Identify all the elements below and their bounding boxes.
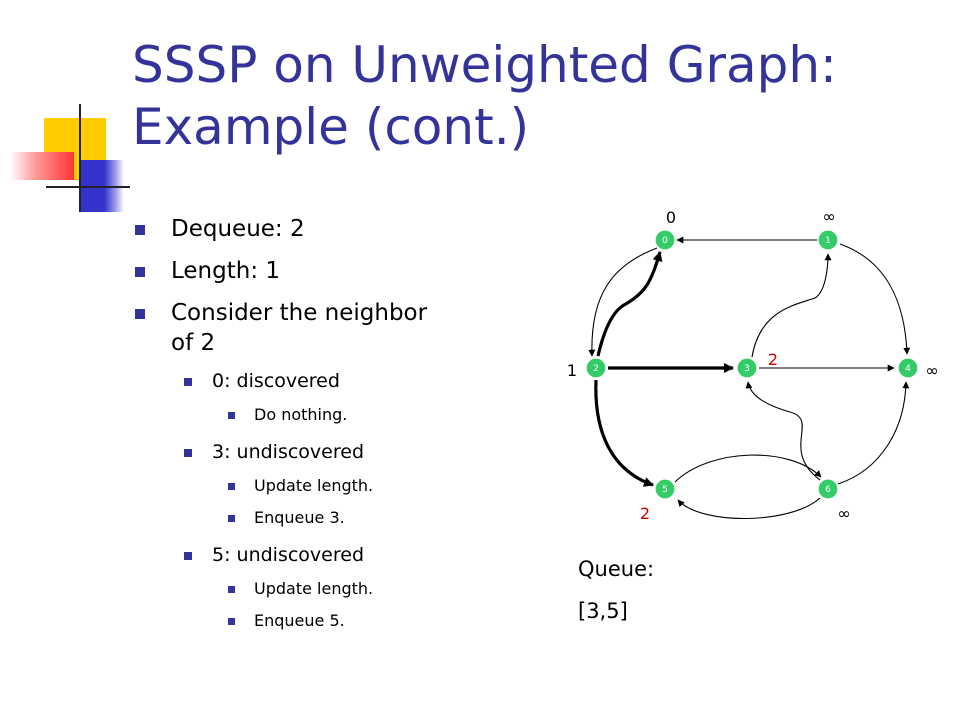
node-id-label: 1 — [825, 236, 831, 246]
node-1: 1 — [817, 229, 839, 251]
node-4: 4 — [897, 357, 919, 379]
sub-sub-bullet-text: Do nothing. — [254, 405, 348, 424]
distance-label-node-3: 2 — [768, 350, 778, 369]
bullet-square-icon — [184, 449, 192, 457]
edge-6-to-4 — [837, 381, 910, 485]
sub-bullet-node-3: 3: undiscovered — [183, 441, 513, 464]
bullet-consider-neighbor: Consider the neighbor of 2 — [133, 298, 513, 358]
node-circle — [654, 229, 676, 251]
node-circle — [654, 478, 676, 500]
node-circle — [585, 357, 607, 379]
sub-sub-bullet: Enqueue 5. — [228, 611, 513, 631]
node-circle — [817, 229, 839, 251]
deco-horizontal-line — [46, 186, 130, 188]
edge-1-to-4 — [839, 243, 911, 355]
bullet-square-icon — [228, 483, 235, 490]
node-2: 2 — [585, 357, 607, 379]
edge-5-to-6 — [674, 454, 822, 483]
bullet-text: Dequeue: 2 — [171, 216, 305, 242]
bullet-square-icon — [228, 515, 235, 522]
deco-red-bar — [10, 152, 74, 180]
bullet-square-icon — [135, 267, 145, 277]
nodes-layer: 0 1 2 3 4 5 6 — [585, 229, 919, 500]
edge-3-to-1 — [751, 253, 832, 358]
sub-sub-bullet-text: Update length. — [254, 476, 374, 495]
bullet-square-icon — [228, 586, 235, 593]
distance-label-node-5: 2 — [640, 504, 650, 523]
distance-labels-layer: 0 ∞ 1 2 ∞ 2 ∞ — [567, 207, 939, 523]
distance-label-node-4: ∞ — [925, 361, 938, 380]
sub-bullet-text: 3: undiscovered — [212, 441, 364, 463]
node-id-label: 3 — [744, 364, 750, 374]
bullet-square-icon — [228, 412, 235, 419]
bullet-square-icon — [184, 378, 192, 386]
sub-bullet-node-5: 5: undiscovered — [183, 544, 513, 567]
bullet-length: Length: 1 — [133, 256, 513, 286]
node-5: 5 — [654, 478, 676, 500]
sub-sub-bullet: Update length. — [228, 579, 513, 599]
sub-sub-bullet-text: Enqueue 5. — [254, 611, 345, 630]
bullet-text-line-2: of 2 — [171, 330, 216, 356]
distance-label-node-0: 0 — [666, 208, 676, 227]
edge-6-to-5 — [677, 497, 821, 519]
bullet-list: Dequeue: 2 Length: 1 Consider the neighb… — [133, 214, 513, 643]
node-6: 6 — [817, 478, 839, 500]
sub-sub-bullet-text: Enqueue 3. — [254, 508, 345, 527]
node-circle — [817, 478, 839, 500]
node-circle — [897, 357, 919, 379]
node-3: 3 — [736, 357, 758, 379]
node-circle — [736, 357, 758, 379]
sub-bullet-text: 0: discovered — [212, 370, 340, 392]
node-id-label: 6 — [825, 485, 831, 495]
distance-label-node-1: ∞ — [822, 207, 835, 226]
edges-layer — [588, 236, 911, 519]
node-id-label: 0 — [662, 236, 668, 246]
bullet-square-icon — [135, 309, 145, 319]
slide-title: SSSP on Unweighted Graph: Example (cont.… — [132, 34, 932, 158]
distance-label-node-6: ∞ — [837, 504, 850, 523]
queue-value: [3,5] — [578, 599, 628, 623]
slide-title-line-1: SSSP on Unweighted Graph: — [132, 36, 837, 94]
queue-panel: Queue: [3,5] — [578, 556, 654, 624]
sub-bullet-text: 5: undiscovered — [212, 544, 364, 566]
bullet-square-icon — [135, 225, 145, 235]
bullet-dequeue: Dequeue: 2 — [133, 214, 513, 244]
distance-label-node-2: 1 — [567, 361, 577, 380]
node-id-label: 4 — [905, 364, 911, 374]
sub-sub-bullet: Update length. — [228, 476, 513, 496]
edge-6-to-3 — [745, 381, 821, 481]
edge-2-to-0 — [596, 251, 663, 357]
bullet-square-icon — [184, 552, 192, 560]
node-0: 0 — [654, 229, 676, 251]
deco-vertical-line — [79, 104, 81, 212]
bullet-text: Length: 1 — [171, 258, 281, 284]
bullet-text-line-1: Consider the neighbor — [171, 300, 428, 326]
edge-2-to-5 — [594, 379, 654, 487]
node-id-label: 2 — [593, 364, 599, 374]
sub-sub-bullet: Do nothing. — [228, 405, 513, 425]
node-id-label: 5 — [662, 485, 668, 495]
sub-bullet-node-0: 0: discovered — [183, 370, 513, 393]
bullet-square-icon — [228, 618, 235, 625]
sub-sub-bullet: Enqueue 3. — [228, 508, 513, 528]
sub-sub-bullet-text: Update length. — [254, 579, 374, 598]
edge-0-to-2 — [588, 247, 658, 357]
slide-title-line-2: Example (cont.) — [132, 98, 530, 156]
queue-label: Queue: — [578, 557, 655, 581]
